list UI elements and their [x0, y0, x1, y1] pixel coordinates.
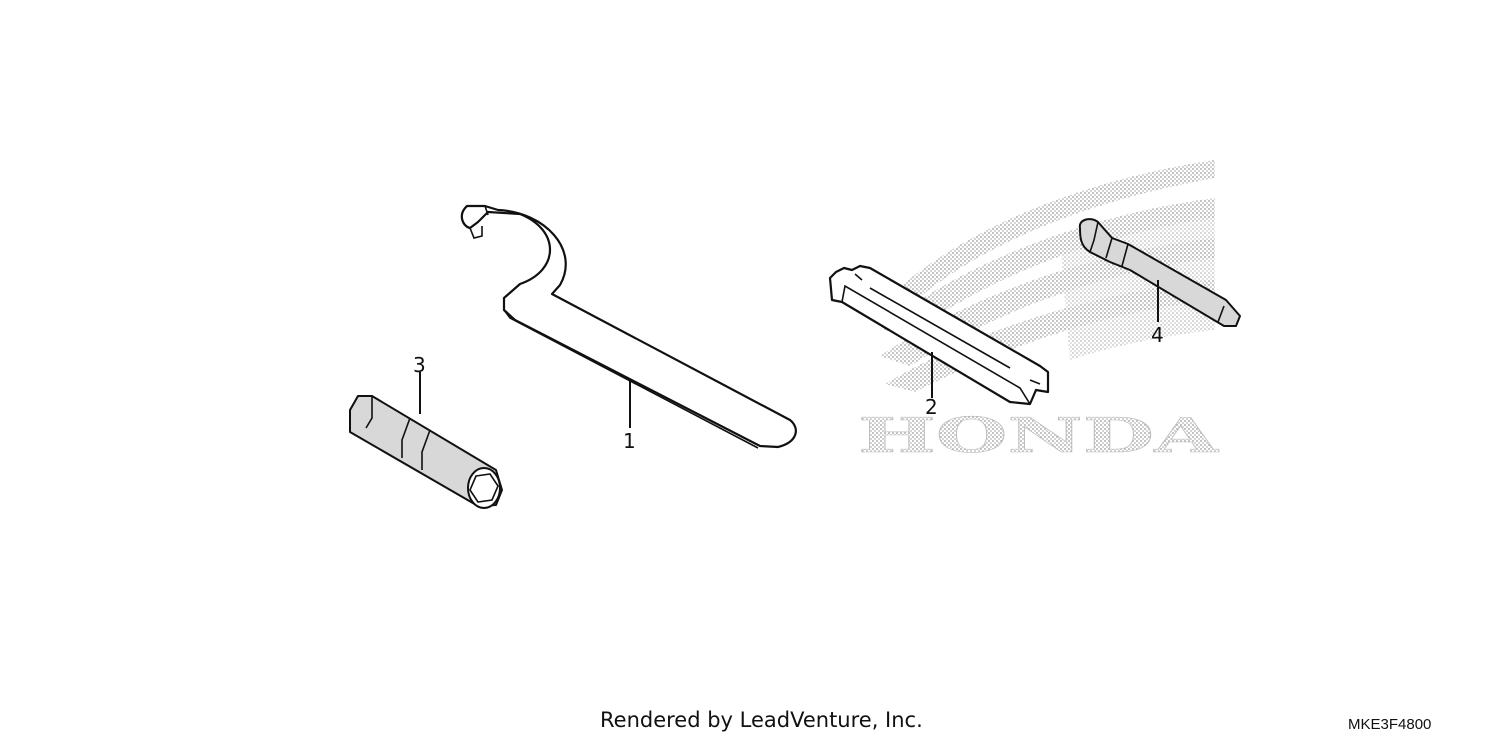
callout-1: 1	[623, 429, 636, 453]
hook-spanner-wrench-icon	[460, 204, 797, 449]
diagram-code: MKE3F4800	[1348, 716, 1432, 733]
spark-plug-socket-wrench-icon	[349, 395, 503, 509]
callout-2: 2	[925, 395, 938, 419]
callout-4: 4	[1151, 323, 1164, 347]
rendered-by-credit: Rendered by LeadVenture, Inc.	[600, 708, 923, 732]
screwdriver-bit-icon	[1078, 218, 1241, 327]
callout-3: 3	[413, 353, 426, 377]
open-end-wrench-icon	[828, 264, 1050, 406]
honda-watermark-text: HONDA	[858, 408, 1219, 464]
